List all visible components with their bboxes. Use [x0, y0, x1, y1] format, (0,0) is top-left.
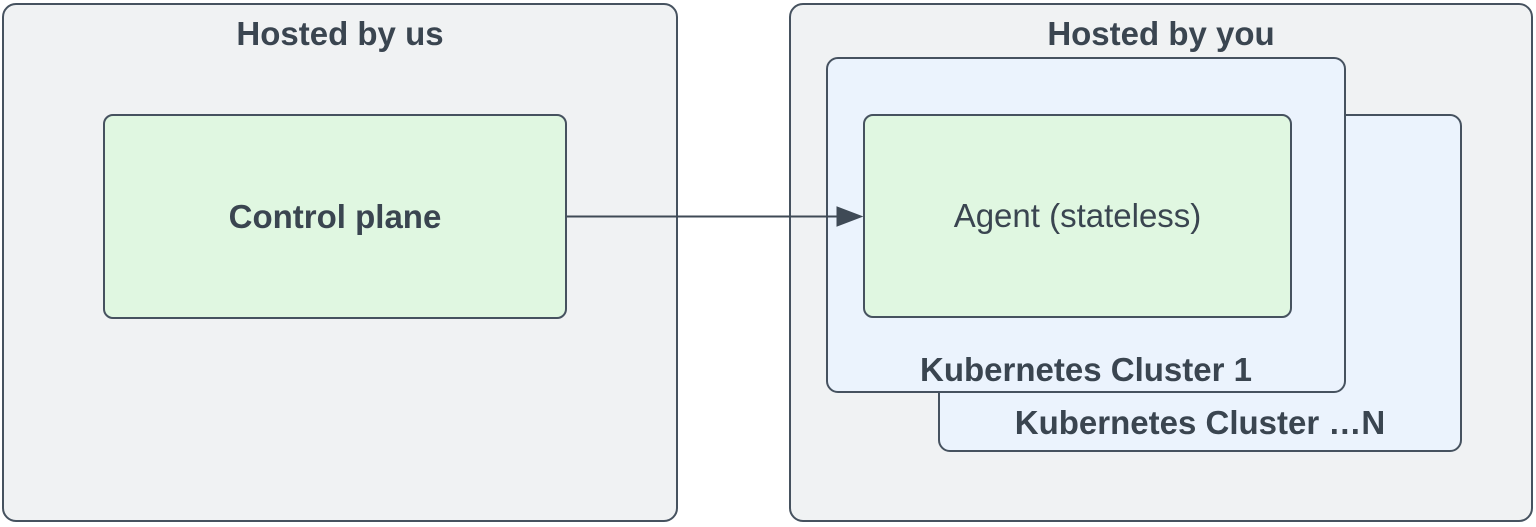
- kubernetes-cluster-1-label: Kubernetes Cluster 1: [920, 351, 1252, 388]
- agent-label: Agent (stateless): [953, 197, 1202, 234]
- control-plane-node: Control plane: [103, 114, 567, 319]
- hosted-by-you-title: Hosted by you: [1047, 15, 1275, 52]
- hosted-by-us-title: Hosted by us: [236, 15, 444, 52]
- kubernetes-cluster-n-label: Kubernetes Cluster …N: [1014, 404, 1386, 441]
- control-plane-label: Control plane: [228, 197, 442, 235]
- agent-node: Agent (stateless): [863, 114, 1292, 318]
